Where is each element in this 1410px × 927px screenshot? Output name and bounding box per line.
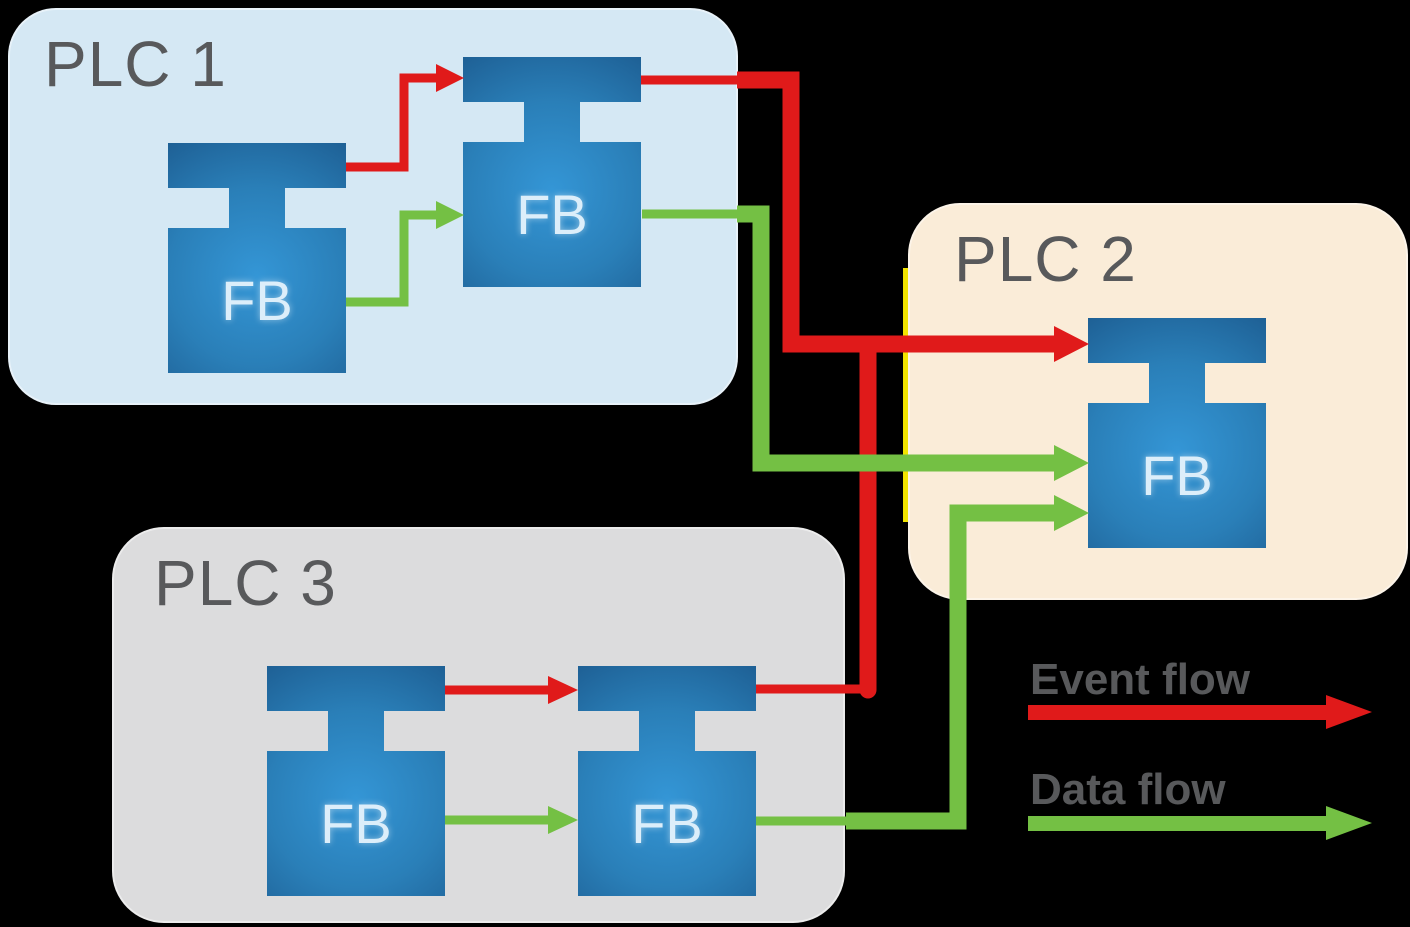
red-arrow-right-icon [1028, 705, 1326, 720]
legend-data-flow-label: Data flow [1030, 765, 1226, 814]
data-arrowhead-icon [1054, 495, 1089, 531]
function-block-label: FB [631, 792, 703, 855]
event-arrowhead-icon [548, 676, 578, 704]
function-block-plc1-1: FB [168, 143, 346, 373]
legend-event-flow-label: Event flow [1030, 655, 1251, 704]
event-trunk-plc1-to-plc2 [737, 71, 1056, 353]
green-arrowhead-icon [1326, 806, 1372, 840]
event-arrowhead-icon [1054, 326, 1089, 362]
data-connector-plc1-fb1-to-fb2 [346, 210, 438, 307]
red-arrowhead-icon [1326, 695, 1372, 729]
data-trunk-plc1-to-plc2 [737, 205, 1056, 472]
data-arrowhead-icon [548, 806, 578, 834]
data-trunk-plc3-to-plc2 [846, 504, 1056, 830]
function-block-label: FB [516, 183, 588, 246]
function-block-label: FB [221, 269, 293, 332]
data-arrowhead-icon [1054, 445, 1089, 481]
function-block-label: FB [1141, 444, 1213, 507]
function-block-plc3-1: FB [267, 666, 445, 896]
data-arrowhead-icon [436, 201, 464, 229]
event-arrowhead-icon [436, 64, 464, 92]
plc2-label: PLC 2 [954, 223, 1137, 295]
function-block-plc3-2: FB [578, 666, 756, 896]
function-block-plc2-1: FB [1088, 318, 1266, 548]
plc3-label: PLC 3 [154, 547, 337, 619]
function-block-plc1-2: FB [463, 57, 641, 287]
event-connector-plc1-fb1-to-fb2 [346, 73, 438, 172]
green-arrow-right-icon [1028, 816, 1326, 831]
plc1-label: PLC 1 [44, 28, 227, 100]
plc2-left-edge-highlight [903, 268, 908, 522]
function-block-label: FB [320, 792, 392, 855]
